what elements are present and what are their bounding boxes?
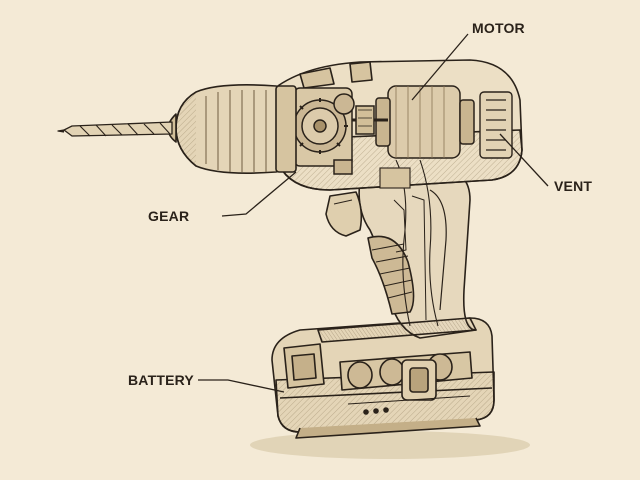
- leader-motor: [411, 33, 469, 101]
- leader-gear: [221, 171, 297, 217]
- gearbox: [292, 87, 355, 175]
- leader-battery: [198, 379, 285, 393]
- battery-pack: [271, 317, 495, 439]
- internal-wiring: [379, 159, 439, 327]
- gear-small: [333, 93, 355, 115]
- chuck: [167, 84, 297, 174]
- ground-shadow: [250, 431, 530, 459]
- leader-lines: [198, 33, 549, 393]
- leader-vent: [499, 133, 549, 187]
- vent: [479, 91, 513, 159]
- label-battery: BATTERY: [128, 372, 194, 388]
- motor: [352, 85, 475, 159]
- label-vent: VENT: [554, 178, 593, 194]
- handle-grip: [317, 169, 477, 343]
- drill-bit: [57, 121, 173, 137]
- label-gear: GEAR: [148, 208, 190, 224]
- label-motor: MOTOR: [472, 20, 525, 36]
- trigger: [325, 191, 363, 237]
